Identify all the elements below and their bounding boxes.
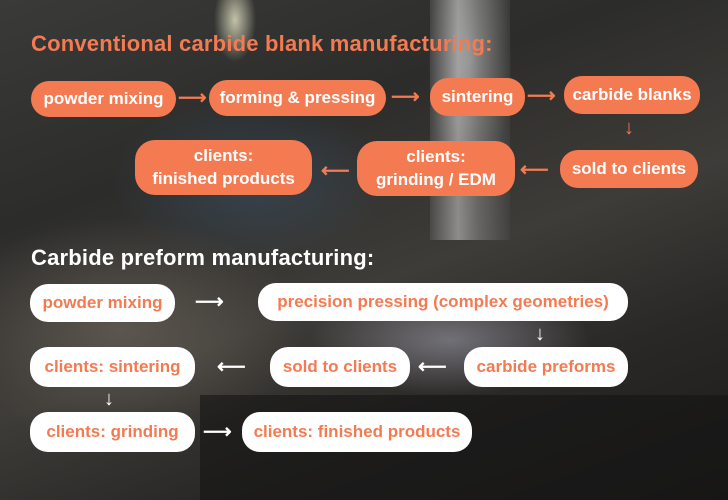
pre-step-sold-to-clients: sold to clients bbox=[270, 347, 410, 387]
step-label-line2: grinding / EDM bbox=[376, 170, 496, 189]
arrow-left-icon: ⟵ bbox=[321, 160, 350, 182]
conv-step-sold-to-clients: sold to clients bbox=[560, 150, 698, 188]
pre-step-powder-mixing: powder mixing bbox=[30, 284, 175, 322]
step-label: clients: grinding bbox=[46, 422, 179, 441]
step-label: precision pressing (complex geometries) bbox=[277, 292, 609, 311]
step-label: powder mixing bbox=[43, 89, 164, 108]
step-label: forming & pressing bbox=[219, 88, 376, 107]
step-label: clients: finished products bbox=[253, 422, 461, 441]
arrow-down-icon: ↓ bbox=[104, 388, 114, 410]
conventional-title: Conventional carbide blank manufacturing… bbox=[31, 31, 493, 56]
pre-step-precision-pressing: precision pressing (complex geometries) bbox=[258, 283, 628, 321]
arrow-right-icon: ⟶ bbox=[527, 85, 556, 107]
arrow-left-icon: ⟵ bbox=[217, 356, 246, 378]
preform-title: Carbide preform manufacturing: bbox=[31, 245, 375, 270]
arrow-left-icon: ⟵ bbox=[520, 159, 549, 181]
step-label: powder mixing bbox=[42, 293, 163, 312]
conv-step-forming-pressing: forming & pressing bbox=[209, 80, 386, 116]
pre-step-clients-sintering: clients: sintering bbox=[30, 347, 195, 387]
arrow-right-icon: ⟶ bbox=[391, 86, 420, 108]
step-label: clients: sintering bbox=[44, 357, 181, 376]
arrow-right-icon: ⟶ bbox=[178, 87, 207, 109]
conv-step-powder-mixing: powder mixing bbox=[31, 81, 176, 117]
arrow-left-icon: ⟵ bbox=[418, 356, 447, 378]
arrow-right-icon: ⟶ bbox=[203, 421, 232, 443]
conv-step-finished-products: clients: finished products bbox=[135, 140, 312, 195]
arrow-down-icon: ↓ bbox=[624, 117, 634, 139]
step-label: sintering bbox=[441, 87, 514, 106]
conv-step-grinding-edm: clients: grinding / EDM bbox=[357, 141, 515, 196]
step-label-line1: clients: bbox=[193, 146, 254, 165]
arrow-down-icon: ↓ bbox=[535, 323, 545, 345]
step-label: sold to clients bbox=[282, 357, 398, 376]
pre-step-clients-grinding: clients: grinding bbox=[30, 412, 195, 452]
step-label: carbide preforms bbox=[476, 357, 616, 376]
pre-step-carbide-preforms: carbide preforms bbox=[464, 347, 628, 387]
background-spindle bbox=[430, 0, 510, 240]
arrow-right-icon: ⟶ bbox=[195, 291, 224, 313]
step-label-line1: clients: bbox=[406, 147, 466, 166]
step-label: sold to clients bbox=[571, 159, 687, 178]
conv-step-sintering: sintering bbox=[430, 78, 525, 116]
step-label-line2: finished products bbox=[152, 169, 295, 188]
pre-step-clients-finished-products: clients: finished products bbox=[242, 412, 472, 452]
conv-step-carbide-blanks: carbide blanks bbox=[564, 76, 700, 114]
step-label: carbide blanks bbox=[572, 85, 692, 104]
